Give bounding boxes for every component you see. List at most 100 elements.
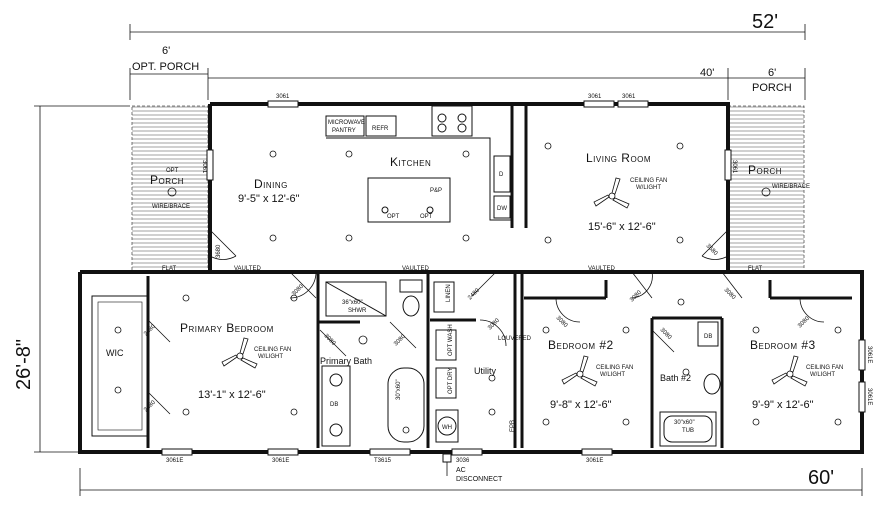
window-label: 3061E [586,458,603,464]
room-primary: Primary Bedroom [180,321,274,335]
tub-label: 30"x60" [396,379,402,400]
d-label: D [499,172,504,178]
window-label: 3061 [276,94,290,100]
tub-label: 30"x60" [674,420,695,426]
room-bed3-size: 9'-9" x 12'-6" [752,399,814,411]
pp-label: P&P [430,188,442,194]
light-fixtures [114,142,842,434]
room-bed2-size: 9'-8" x 12'-6" [550,399,612,411]
bath-light-icon [358,335,368,345]
fan-label: W/LIGHT [258,354,283,360]
db-label: DB [330,402,338,408]
room-primary-bath: Primary Bath [320,356,372,366]
louvered-label: LOUVERED [498,336,532,342]
window-label: 3061 [201,160,207,174]
ac-box [442,453,452,463]
room-porch-right: Porch [748,163,782,177]
room-utility: Utility [474,366,496,376]
vaulted-label: VAULTED [402,266,429,272]
room-bed2: Bedroom #2 [548,338,614,352]
wire-brace-label: WIRE/BRACE [772,184,810,190]
room-bed3: Bedroom #3 [750,338,816,352]
kitchen-fixtures [325,105,512,223]
dw-label: DW [497,206,507,212]
dimension-lines [34,24,863,496]
dryer-label: OPT DRY [448,368,454,394]
door-label: 3080 [487,317,501,331]
overall-top-dim: 52' [752,11,778,33]
fan-label: W/LIGHT [600,372,625,378]
door-label: 3080 [555,315,569,329]
porch-left-label: OPT. PORCH [132,61,199,73]
left-porch-deck [132,106,210,274]
shower-label: SHWR [348,308,367,314]
room-living-size: 15'-6" x 12'-6" [588,221,656,233]
flat-label: FLAT [748,266,763,272]
window-label: T3615 [374,458,392,464]
pantry-label: PANTRY [332,128,356,134]
window-label: 3061 [622,94,636,100]
db-label: DB [704,334,712,340]
right-porch-deck [728,106,804,274]
porch-right-dim: 6' [768,67,776,79]
door-label: 3080 [629,289,643,303]
window-label: 3061 [588,94,602,100]
porch-light-icon [167,187,177,197]
door-label: 2480 [143,323,157,337]
overall-bottom-dim: 60' [808,467,834,489]
door-label: 2480 [143,399,157,413]
fan-label: W/LIGHT [636,185,661,191]
room-living: Living Room [586,151,651,165]
tub-label: TUB [682,428,694,434]
fan-label: W/LIGHT [810,372,835,378]
refr-label: REFR [372,126,389,132]
door-label: 3080 [323,333,337,347]
room-dining-size: 9'-5" x 12'-6" [238,193,300,205]
room-primary-size: 13'-1" x 12'-6" [198,389,266,401]
shower-label: 36"x60" [342,300,363,306]
flat-label: FLAT [162,266,177,272]
opt-label: OPT [387,214,400,220]
fan-label: CEILING FAN [630,178,667,184]
linen-label: LINEN [446,284,452,302]
bath-fixtures [321,279,721,447]
window-label: 3061E [272,458,289,464]
vaulted-label: VAULTED [234,266,261,272]
microwave-label: MICROWAVE [328,120,365,126]
room-kitchen: Kitchen [390,155,431,169]
room-porch-left: Porch [150,173,184,187]
fan-label: CEILING FAN [596,365,633,371]
room-bath2: Bath #2 [660,373,691,383]
opt-label: OPT [420,214,433,220]
fan-label: CEILING FAN [254,347,291,353]
ac-label: AC [456,467,466,474]
epb-label: EPB [510,420,516,432]
window-label: 3061E [866,388,872,405]
wire-brace-label: WIRE/BRACE [152,204,190,210]
door-label: 3080 [393,333,407,347]
porch-opt-label: OPT [166,168,179,174]
fan-label: CEILING FAN [806,365,843,371]
wic-shelf [91,295,149,437]
wh-label: WH [442,425,452,431]
window-label: 3061E [166,458,183,464]
door-label: 2480 [467,287,481,301]
porch-right-label: PORCH [752,82,792,94]
room-dining: Dining [254,177,288,191]
window-label: 3036 [456,458,470,464]
window-label: 3061E [866,346,872,363]
vaulted-label: VAULTED [588,266,615,272]
door-label: 3680 [705,243,719,257]
room-wic: WIC [106,348,124,358]
windows [161,100,866,456]
door-label: 3080 [723,287,737,301]
main-width-dim: 40' [700,67,714,79]
depth-dim: 26'-8" [13,339,35,390]
porch-light-icon [761,187,771,197]
window-label: 3061 [731,160,737,174]
door-swings [147,229,825,415]
ceiling-fan-icon [221,177,808,387]
ac-disconnect-label: DISCONNECT [456,476,503,483]
washer-label: OPT WASH [448,324,454,356]
